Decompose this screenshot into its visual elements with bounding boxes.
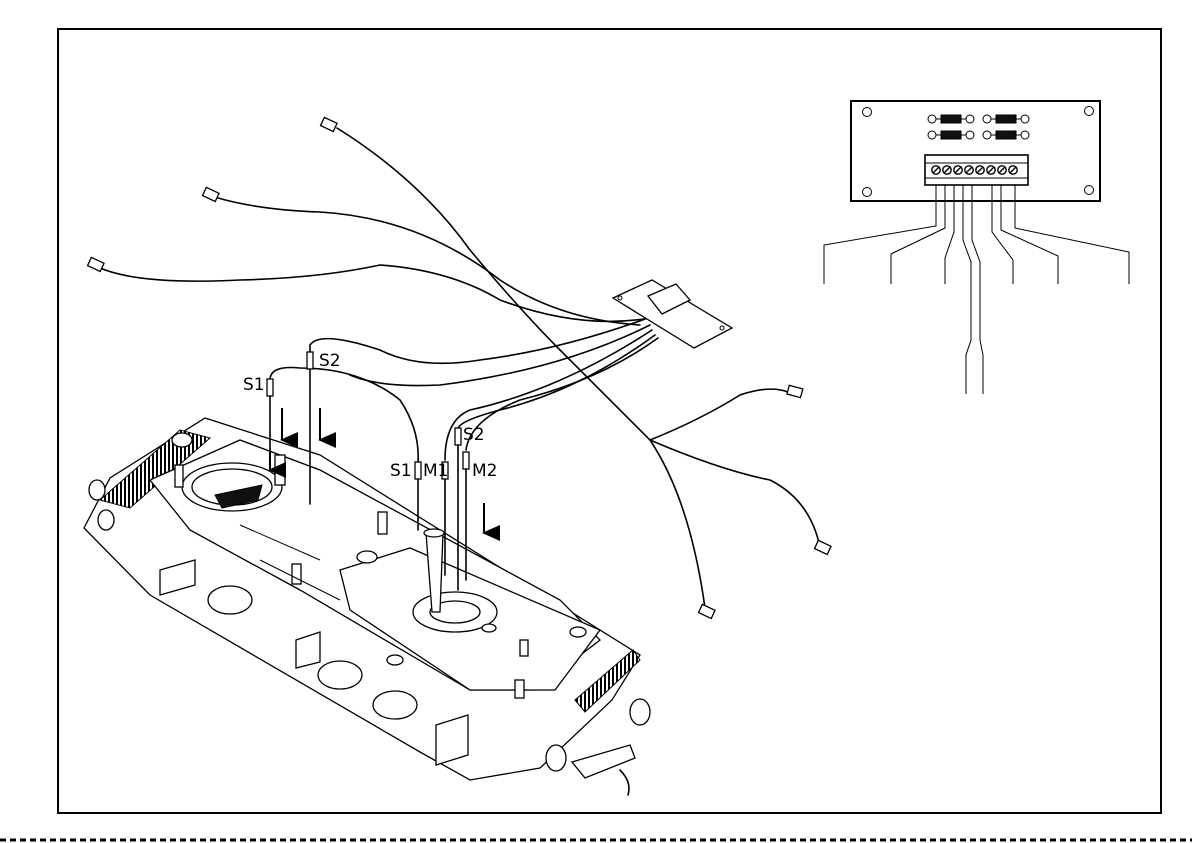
label-m2: M2 [472,461,497,481]
terminal-block [925,155,1028,185]
board-leads [824,185,1129,394]
label-s1-upper: S1 [243,375,265,395]
label-m1: M1 [423,461,448,481]
circuit-board-detail [824,101,1129,394]
label-s2-upper: S2 [319,351,341,371]
label-s1-lower: S1 [390,461,412,481]
harness-board [613,280,732,348]
label-s2-lower: S2 [463,425,485,445]
locomotive-chassis [84,418,650,795]
